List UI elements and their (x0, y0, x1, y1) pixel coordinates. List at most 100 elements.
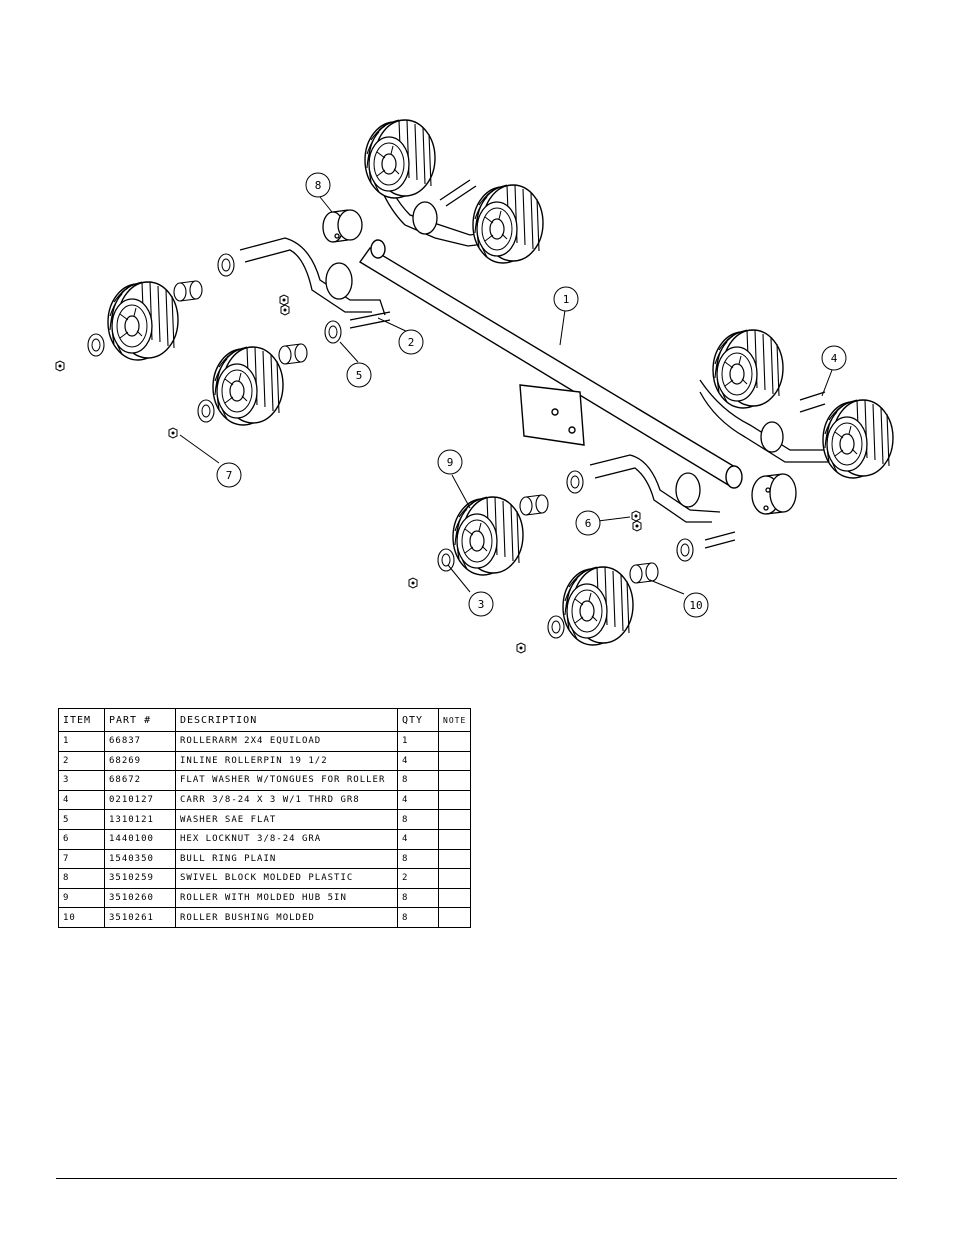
locknut-part (279, 294, 289, 306)
cell-qty: 4 (397, 750, 439, 772)
cell-note (437, 907, 472, 928)
bushing-part (278, 343, 308, 365)
cell-item: 4 (58, 789, 105, 811)
cell-qty: 8 (397, 809, 439, 830)
cell-qty: 8 (397, 770, 439, 791)
cell-note (437, 828, 472, 850)
cell-note (437, 809, 472, 830)
callout-6: 6 (575, 510, 601, 536)
cell-qty: 8 (397, 887, 439, 909)
washer-part (676, 538, 694, 562)
header-item: ITEM (58, 708, 105, 732)
callout-2: 2 (398, 329, 424, 355)
cell-qty: 2 (397, 868, 439, 889)
bull-ring-part (197, 399, 215, 423)
cell-description: CARR 3/8-24 X 3 W/1 THRD GR8 (175, 789, 398, 811)
header-qty: QTY (397, 708, 439, 732)
roller-part (107, 281, 179, 361)
cell-note (437, 750, 472, 772)
cell-note (437, 789, 472, 811)
cell-part-number: 1440100 (104, 828, 176, 850)
svg-text:6: 6 (585, 517, 592, 530)
cell-description: ROLLERARM 2X4 EQUILOAD (175, 731, 398, 752)
roller-part (562, 566, 634, 646)
locknut-part (55, 360, 65, 372)
callout-9: 9 (437, 449, 463, 475)
cell-part-number: 3510260 (104, 887, 176, 909)
cell-item: 10 (58, 907, 105, 928)
svg-text:1: 1 (563, 293, 570, 306)
exploded-assembly-diagram: 1 2 3 4 5 6 7 8 9 10 (55, 119, 894, 654)
cell-qty: 8 (397, 848, 439, 870)
table-header-row: ITEM PART # DESCRIPTION QTY NOTE (58, 708, 472, 732)
cell-note (437, 848, 472, 870)
washer-part (324, 320, 342, 344)
cell-part-number: 68672 (104, 770, 176, 791)
svg-text:3: 3 (478, 598, 485, 611)
callout-3: 3 (468, 591, 494, 617)
cell-qty: 1 (397, 731, 439, 752)
cell-part-number: 3510259 (104, 868, 176, 889)
cell-note (437, 868, 472, 889)
roller-part (712, 329, 784, 409)
locknut-part (168, 427, 178, 439)
cell-item: 6 (58, 828, 105, 850)
cell-item: 1 (58, 731, 105, 752)
cell-part-number: 66837 (104, 731, 176, 752)
svg-text:8: 8 (315, 179, 322, 192)
cell-description: BULL RING PLAIN (175, 848, 398, 870)
cell-description: SWIVEL BLOCK MOLDED PLASTIC (175, 868, 398, 889)
roller-part (364, 119, 436, 199)
cell-item: 2 (58, 750, 105, 772)
bull-ring-part (87, 333, 105, 357)
roller-part (472, 184, 544, 264)
callout-4: 4 (821, 345, 847, 371)
cell-description: ROLLER WITH MOLDED HUB 5IN (175, 887, 398, 909)
svg-text:2: 2 (408, 336, 415, 349)
svg-text:9: 9 (447, 456, 454, 469)
callout-5: 5 (346, 362, 372, 388)
svg-text:4: 4 (831, 352, 838, 365)
cell-description: WASHER SAE FLAT (175, 809, 398, 830)
washer-part (566, 470, 584, 494)
bushing-part (519, 494, 549, 516)
svg-text:5: 5 (356, 369, 363, 382)
cell-note (437, 731, 472, 752)
cell-description: INLINE ROLLERPIN 19 1/2 (175, 750, 398, 772)
locknut-part (408, 577, 418, 589)
callout-10: 10 (683, 592, 709, 618)
cell-description: FLAT WASHER W/TONGUES FOR ROLLER (175, 770, 398, 791)
cell-note (437, 770, 472, 791)
bull-ring-part (437, 548, 455, 572)
cell-item: 8 (58, 868, 105, 889)
cell-part-number: 1310121 (104, 809, 176, 830)
svg-text:10: 10 (689, 599, 702, 612)
bushing-part (173, 280, 203, 302)
header-description: DESCRIPTION (175, 708, 398, 732)
cell-item: 3 (58, 770, 105, 791)
cell-part-number: 0210127 (104, 789, 176, 811)
cell-item: 7 (58, 848, 105, 870)
cell-part-number: 1540350 (104, 848, 176, 870)
leader-lines (179, 196, 833, 595)
cell-description: HEX LOCKNUT 3/8-24 GRA (175, 828, 398, 850)
callout-1: 1 (553, 286, 579, 312)
callout-8: 8 (305, 172, 331, 198)
locknut-part (280, 304, 290, 316)
cell-note (437, 887, 472, 909)
locknut-part (516, 642, 526, 654)
cell-part-number: 68269 (104, 750, 176, 772)
bull-ring-part (547, 615, 565, 639)
cell-description: ROLLER BUSHING MOLDED (175, 907, 398, 928)
cell-qty: 4 (397, 789, 439, 811)
